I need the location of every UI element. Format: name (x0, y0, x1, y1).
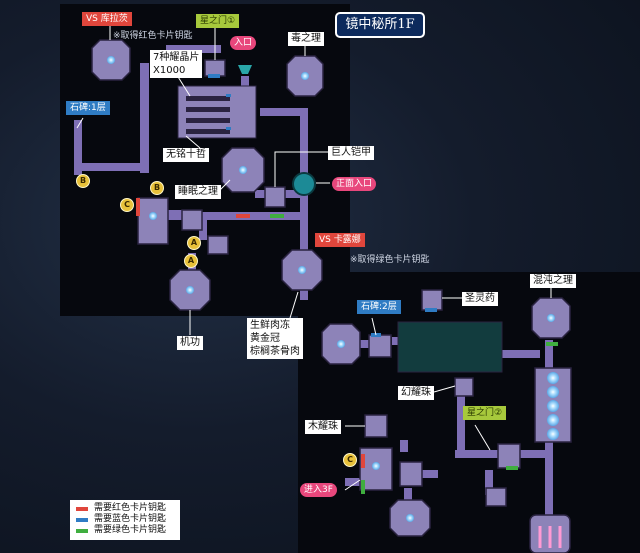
label-wood-bead: 木耀珠 (305, 420, 341, 434)
label-food: 生鲜肉冻 黄金冠 棕榈茶骨肉 (247, 318, 303, 359)
badge-c-west: C (120, 198, 134, 212)
label-sleep: 睡眠之理 (175, 185, 221, 199)
star-gate-1-tag: 星之门① (196, 14, 240, 28)
badge-b-room: B (150, 181, 164, 195)
legend-red-swatch (76, 506, 88, 511)
lock-green-4 (506, 466, 518, 470)
label-poison: 毒之理 (288, 32, 324, 46)
label-chaos: 混沌之理 (530, 274, 576, 288)
room-c-west (137, 197, 169, 245)
label-armor: 巨人铠甲 (328, 146, 374, 160)
to-3f-tag: 进入3F (300, 483, 337, 497)
label-phantom-bead: 幻耀珠 (398, 386, 434, 400)
lock-green-2 (546, 342, 558, 346)
legend-green: 需要绿色卡片钥匙 (76, 525, 174, 536)
badge-a-upper: A (187, 236, 201, 250)
label-crystals: 7种耀晶片 X1000 (150, 50, 203, 78)
lock-green-3 (361, 480, 365, 494)
lock-red-1 (136, 198, 140, 216)
stele-1-tag: 石碑:1层 (66, 101, 110, 115)
green-hall (397, 321, 503, 373)
badge-a-lower: A (184, 254, 198, 268)
lock-red-2 (236, 214, 250, 218)
label-holy-drug: 圣灵药 (462, 292, 498, 306)
lock-green-1 (270, 214, 284, 218)
front-entrance-tag: 正面入口 (332, 177, 377, 191)
legend-blue: 需要蓝色卡片钥匙 (76, 514, 174, 525)
label-jigong: 机功 (177, 336, 203, 350)
key-legend: 需要红色卡片钥匙 需要蓝色卡片钥匙 需要绿色卡片钥匙 (70, 500, 180, 540)
star-gate-2-tag: 星之门② (463, 406, 507, 420)
lock-blue-1 (208, 74, 220, 78)
note-red-key: ※取得红色卡片钥匙 (113, 31, 193, 41)
legend-red: 需要红色卡片钥匙 (76, 503, 174, 514)
entrance-tag: 入口 (230, 36, 257, 50)
front-entrance-gem (292, 172, 316, 196)
legend-green-label: 需要绿色卡片钥匙 (94, 525, 167, 535)
legend-green-swatch (76, 528, 88, 533)
label-wuming: 无铭十哲 (163, 148, 209, 162)
lock-blue-3 (425, 308, 437, 312)
lock-red-3 (361, 454, 365, 468)
legend-red-label: 需要红色卡片钥匙 (94, 503, 167, 513)
map-title: 镜中秘所1F (335, 12, 425, 38)
badge-c-south: C (343, 453, 357, 467)
enemy-tag-kula: VS 库拉茨 (82, 12, 132, 26)
badge-b-west: B (76, 174, 90, 188)
legend-blue-swatch (76, 517, 88, 522)
entrance-funnel (238, 65, 252, 74)
legend-blue-label: 需要蓝色卡片钥匙 (94, 514, 167, 524)
note-green-key: ※取得绿色卡片钥匙 (350, 255, 430, 265)
stele-2-tag: 石碑:2层 (357, 300, 401, 314)
enemy-tag-kalux: VS 卡露娜 (315, 233, 365, 247)
